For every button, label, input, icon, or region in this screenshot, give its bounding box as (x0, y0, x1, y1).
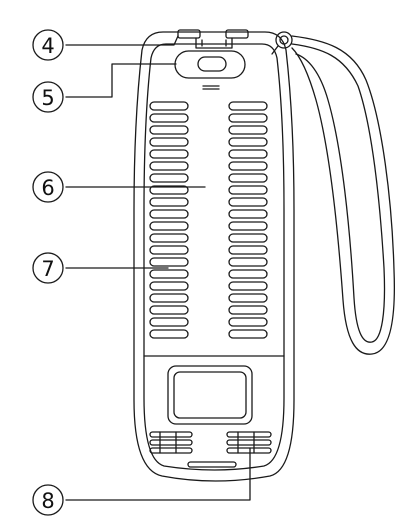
callout-label-8: 8 (41, 489, 54, 513)
callout-label-6: 6 (41, 176, 54, 200)
vent-slots-right (228, 101, 268, 339)
callout-circle-4 (32, 29, 64, 61)
callout-label-5: 5 (41, 86, 54, 110)
device-body (133, 31, 295, 482)
callout-circle-6 (32, 171, 64, 203)
bottom-grille-left (149, 431, 193, 454)
lanyard-strap (271, 31, 395, 355)
vent-slots-left (149, 101, 189, 339)
bottom-grille-right (226, 431, 272, 454)
leader-lines (65, 35, 251, 501)
lanyard-ring (275, 31, 293, 49)
callout-circle-5 (32, 81, 64, 113)
callout-label-4: 4 (41, 34, 54, 58)
top-clip (177, 29, 249, 49)
callout-label-7: 7 (41, 257, 54, 281)
indicator-window (174, 50, 246, 90)
callout-circle-7 (32, 252, 64, 284)
callout-circle-8 (32, 484, 64, 516)
bottom-panel (167, 365, 253, 425)
bottom-slot (187, 461, 237, 468)
